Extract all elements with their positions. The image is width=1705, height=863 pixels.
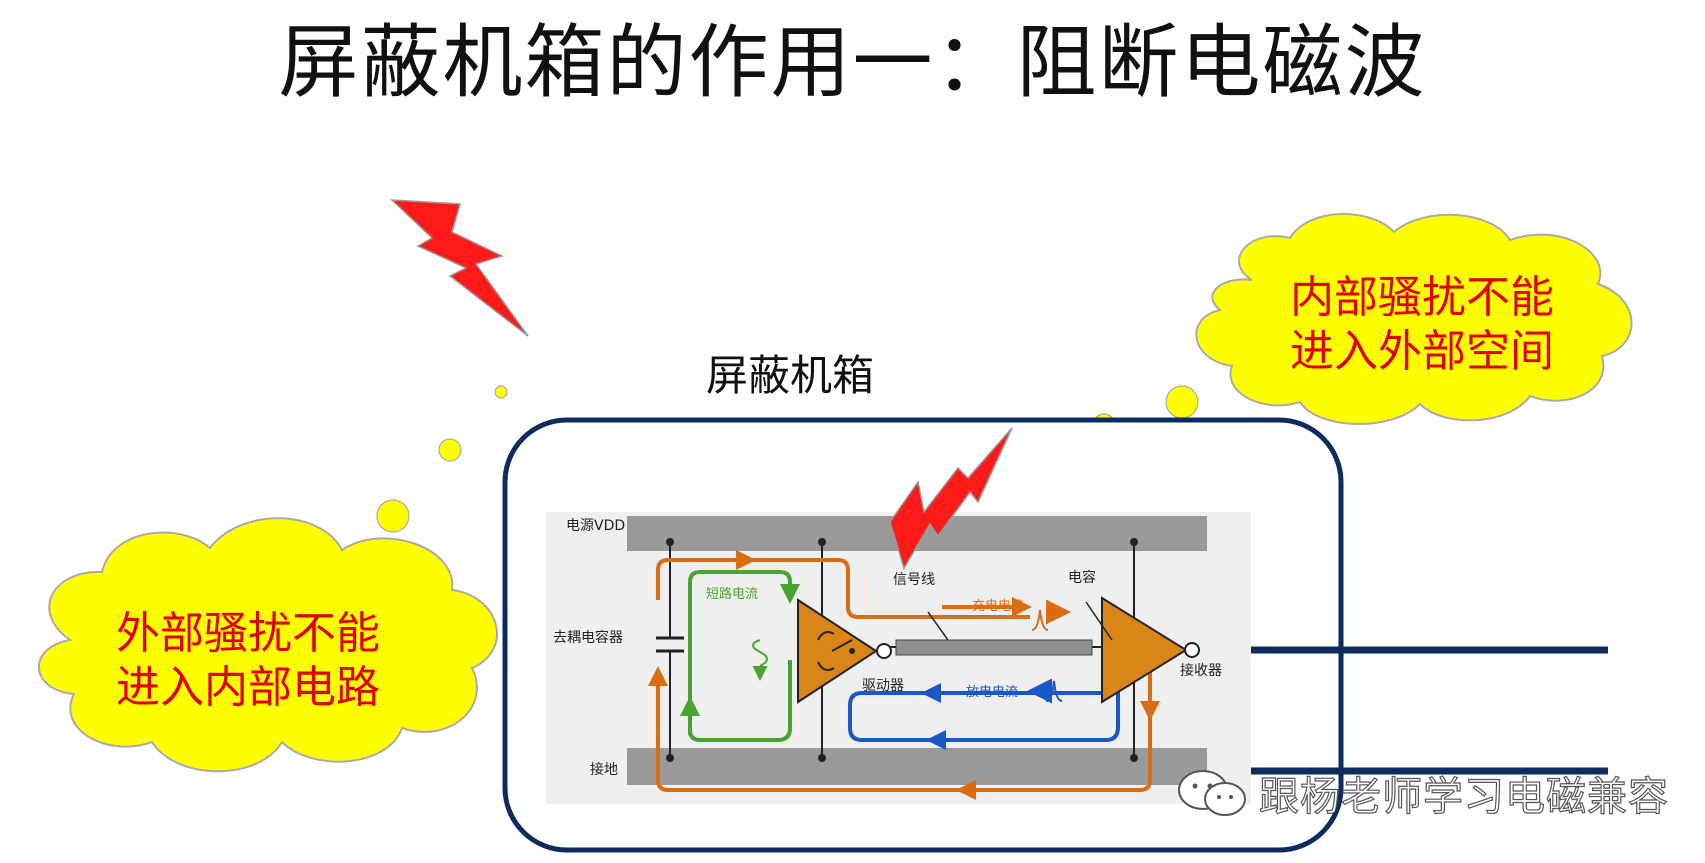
driver-triangle	[797, 598, 878, 704]
decap-label: 去耦电容器	[553, 629, 623, 646]
lightning-bolt-inside-icon	[889, 427, 1013, 570]
cloud-left: 外部骚扰不能 进入内部电路	[38, 517, 498, 773]
page-title: 屏蔽机箱的作用一：阻断电磁波	[278, 16, 1427, 109]
discharge-current-label: 放电电流	[966, 685, 1018, 700]
vdd-label: 电源VDD	[566, 518, 625, 534]
wechat-icon	[1178, 770, 1246, 816]
cloud-right-line1: 内部骚扰不能	[1290, 272, 1554, 323]
orange-current-loop	[656, 550, 756, 600]
lightning-bolt-outside-icon	[389, 199, 529, 337]
signal-line-trace	[895, 639, 1093, 656]
shield-box-label: 屏蔽机箱	[706, 351, 874, 400]
receiver-triangle	[1101, 596, 1188, 704]
signal-line-label: 信号线	[893, 572, 935, 588]
ground-rail	[627, 748, 1207, 785]
blue-current-loop	[926, 670, 1120, 750]
watermark: 跟杨老师学习电磁兼容	[1175, 768, 1669, 821]
capacitor-label: 电容	[1068, 569, 1096, 586]
cloud-left-line1: 外部骚扰不能	[116, 608, 380, 659]
cloud-right: 内部骚扰不能 进入外部空间	[1195, 213, 1633, 425]
cloud-left-line2: 进入内部电路	[116, 662, 380, 713]
cloud-right-line2: 进入外部空间	[1290, 326, 1554, 377]
green-current-loop	[688, 570, 800, 735]
circuit-diagram: 电源VDD 去耦电容器 接地	[546, 512, 1251, 804]
gnd-label: 接地	[590, 761, 618, 778]
driver-label: 驱动器	[862, 678, 904, 694]
charge-current-label: 充电电流	[972, 598, 1024, 614]
receiver-label: 接收器	[1180, 662, 1222, 679]
short-current-label: 短路电流	[706, 586, 758, 602]
watermark-text: 跟杨老师学习电磁兼容	[1258, 773, 1669, 820]
